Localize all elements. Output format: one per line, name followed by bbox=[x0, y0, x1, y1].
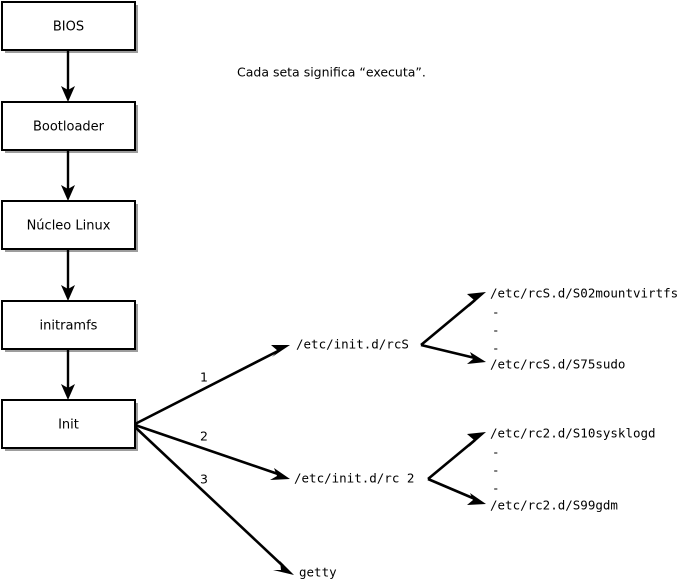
arrow-init-branch-2 bbox=[134, 423, 290, 480]
script-rc2-first: /etc/rc2.d/S10sysklogd bbox=[490, 426, 656, 441]
node-kernel-label: Núcleo Linux bbox=[27, 219, 111, 234]
branch-number-3: 3 bbox=[200, 472, 208, 487]
node-bootloader-box bbox=[1, 101, 136, 151]
fan-rcs-group bbox=[420, 292, 486, 364]
node-init: Init bbox=[1, 399, 138, 451]
node-bootloader: Bootloader bbox=[1, 101, 138, 153]
script-rcs-last: /etc/rcS.d/S75sudo bbox=[490, 357, 625, 372]
node-bios-box bbox=[1, 1, 136, 51]
arrow-bios-to-bootloader bbox=[61, 50, 75, 102]
script-rc2-ellipsis-2: - bbox=[492, 463, 500, 478]
node-initramfs: initramfs bbox=[1, 300, 138, 352]
node-init-box bbox=[1, 399, 136, 449]
branch-number-1: 1 bbox=[200, 370, 208, 385]
arrow-init-branch-3 bbox=[134, 426, 294, 575]
branch-number-2: 2 bbox=[200, 429, 208, 444]
script-rc2-ellipsis-1: - bbox=[492, 445, 500, 460]
branch-target-getty: getty bbox=[299, 565, 337, 580]
branch-target-rcs: /etc/init.d/rcS bbox=[296, 337, 409, 352]
arrow-initramfs-to-init bbox=[61, 349, 75, 400]
script-rcs-ellipsis-2: - bbox=[492, 323, 500, 338]
node-bios: BIOS bbox=[1, 1, 138, 53]
script-rcs-first: /etc/rcS.d/S02mountvirtfs bbox=[490, 286, 678, 301]
arrow-bootloader-to-kernel bbox=[61, 150, 75, 201]
script-rcs-ellipsis-3: - bbox=[492, 341, 500, 356]
script-rc2-ellipsis-3: - bbox=[492, 481, 500, 496]
script-rcs-ellipsis-1: - bbox=[492, 305, 500, 320]
arrow-init-branch-1 bbox=[134, 345, 290, 426]
node-bios-label: BIOS bbox=[53, 20, 84, 35]
diagram-caption: Cada seta significa “executa”. bbox=[237, 65, 426, 80]
node-initramfs-box bbox=[1, 300, 136, 350]
script-rc2-last: /etc/rc2.d/S99gdm bbox=[490, 498, 618, 513]
node-init-label: Init bbox=[58, 418, 79, 433]
node-kernel: Núcleo Linux bbox=[1, 200, 138, 252]
arrow-kernel-to-initramfs bbox=[61, 249, 75, 301]
fan-rc2-group bbox=[427, 432, 486, 505]
branch-target-rc2: /etc/init.d/rc 2 bbox=[294, 471, 414, 486]
node-bootloader-label: Bootloader bbox=[33, 120, 105, 135]
node-initramfs-label: initramfs bbox=[40, 319, 98, 334]
